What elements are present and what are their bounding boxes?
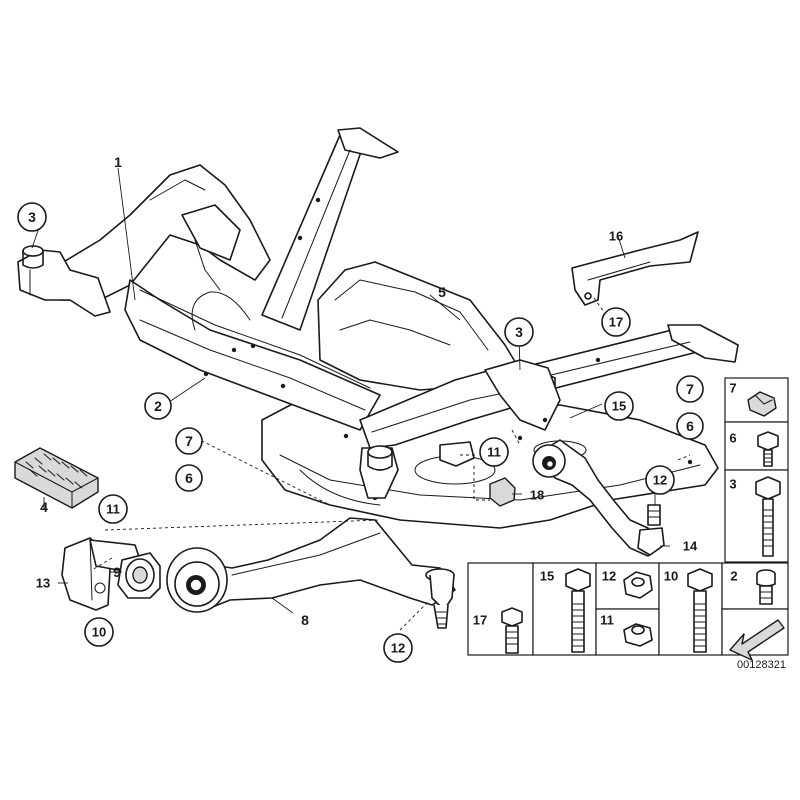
svg-text:15: 15 — [540, 569, 554, 584]
svg-text:12: 12 — [653, 473, 667, 488]
socket-screw-icon — [756, 569, 776, 605]
hw-item-6: 6 — [729, 431, 779, 467]
callout-3-left: 3 — [17, 202, 47, 232]
flange-bolt-icon — [501, 607, 523, 654]
direction-arrow-icon — [729, 619, 785, 661]
hw-item-2: 2 — [730, 569, 776, 605]
svg-text:2: 2 — [730, 569, 737, 584]
svg-text:7: 7 — [185, 433, 193, 449]
callout-15: 15 — [604, 391, 634, 421]
svg-text:7: 7 — [686, 381, 694, 397]
svg-text:13: 13 — [36, 576, 50, 591]
upper-tray — [317, 261, 521, 391]
diagram-code: 00128321 — [737, 659, 786, 671]
axle-carrier — [41, 164, 693, 501]
svg-text:6: 6 — [185, 470, 193, 486]
hw-item-3: 3 — [729, 476, 781, 557]
hex-nut-icon — [623, 571, 653, 599]
callout-12-right: 12 — [645, 465, 675, 495]
svg-text:5: 5 — [438, 284, 446, 300]
hw-item-10: 10 — [664, 568, 713, 653]
callout-11-left: 11 — [98, 494, 128, 524]
svg-text:12: 12 — [602, 569, 616, 584]
bushing-9 — [117, 552, 161, 599]
callout-11-right: 11 — [479, 437, 509, 467]
svg-text:3: 3 — [729, 477, 736, 492]
tension-strut-14 — [532, 439, 665, 557]
svg-text:11: 11 — [106, 502, 120, 517]
svg-text:8: 8 — [301, 612, 309, 628]
svg-text:9: 9 — [113, 564, 121, 580]
svg-text:3: 3 — [28, 209, 36, 225]
callout-4: 4 — [40, 499, 48, 515]
long-bolt-icon — [687, 568, 713, 653]
hw-item-7: 7 — [729, 381, 777, 417]
hw-item-15: 15 — [540, 568, 591, 653]
callout-16: 16 — [609, 229, 623, 244]
svg-text:4: 4 — [40, 499, 48, 515]
callout-6-right: 6 — [676, 412, 704, 440]
callout-9: 9 — [113, 564, 121, 580]
callout-7-right: 7 — [676, 375, 704, 403]
callout-17: 17 — [601, 307, 631, 337]
bracket-16 — [571, 231, 699, 306]
svg-text:14: 14 — [683, 539, 698, 554]
svg-text:11: 11 — [487, 445, 501, 460]
svg-text:17: 17 — [473, 613, 487, 628]
svg-text:15: 15 — [612, 399, 626, 414]
flange-nut-icon — [623, 623, 653, 647]
diagonal-struts — [261, 127, 739, 393]
control-arm-8 — [166, 517, 456, 629]
svg-text:10: 10 — [664, 569, 678, 584]
clip-nut-icon — [747, 391, 777, 417]
callout-6-left: 6 — [175, 464, 203, 492]
callout-14: 14 — [683, 539, 698, 554]
svg-text:16: 16 — [609, 229, 623, 244]
hw-item-12: 12 — [602, 569, 653, 599]
callout-13: 13 — [36, 576, 50, 591]
callout-2: 2 — [144, 392, 172, 420]
svg-text:18: 18 — [530, 488, 544, 503]
callout-5: 5 — [438, 284, 446, 300]
svg-text:6: 6 — [686, 418, 694, 434]
callout-3-right: 3 — [504, 317, 534, 347]
svg-text:1: 1 — [114, 154, 122, 170]
svg-text:11: 11 — [600, 613, 614, 628]
long-bolt-icon — [755, 476, 781, 557]
callout-1: 1 — [114, 154, 122, 170]
hw-item-11: 11 — [600, 613, 653, 647]
svg-text:10: 10 — [92, 625, 106, 640]
callout-10: 10 — [84, 617, 114, 647]
svg-text:2: 2 — [154, 398, 162, 414]
buffer-block — [14, 447, 99, 509]
left-mount — [17, 245, 111, 317]
hw-item-17: 17 — [473, 607, 523, 654]
hardware-panel-bottom — [467, 562, 789, 656]
callout-18: 18 — [530, 488, 544, 503]
callout-8: 8 — [301, 612, 309, 628]
leader-lines — [31, 167, 691, 631]
callout-12-bottom: 12 — [383, 633, 413, 663]
short-bolt-icon — [757, 431, 779, 467]
svg-text:3: 3 — [515, 324, 523, 340]
svg-text:17: 17 — [609, 315, 623, 330]
svg-text:7: 7 — [729, 381, 736, 396]
svg-text:6: 6 — [729, 431, 736, 446]
rubber-stop-18 — [489, 477, 516, 507]
long-bolt-icon — [565, 568, 591, 653]
tray-bracket — [439, 441, 475, 467]
svg-text:12: 12 — [391, 641, 405, 656]
bracket-13 — [61, 537, 141, 611]
callout-7-left: 7 — [175, 427, 203, 455]
right-mount — [359, 445, 399, 499]
